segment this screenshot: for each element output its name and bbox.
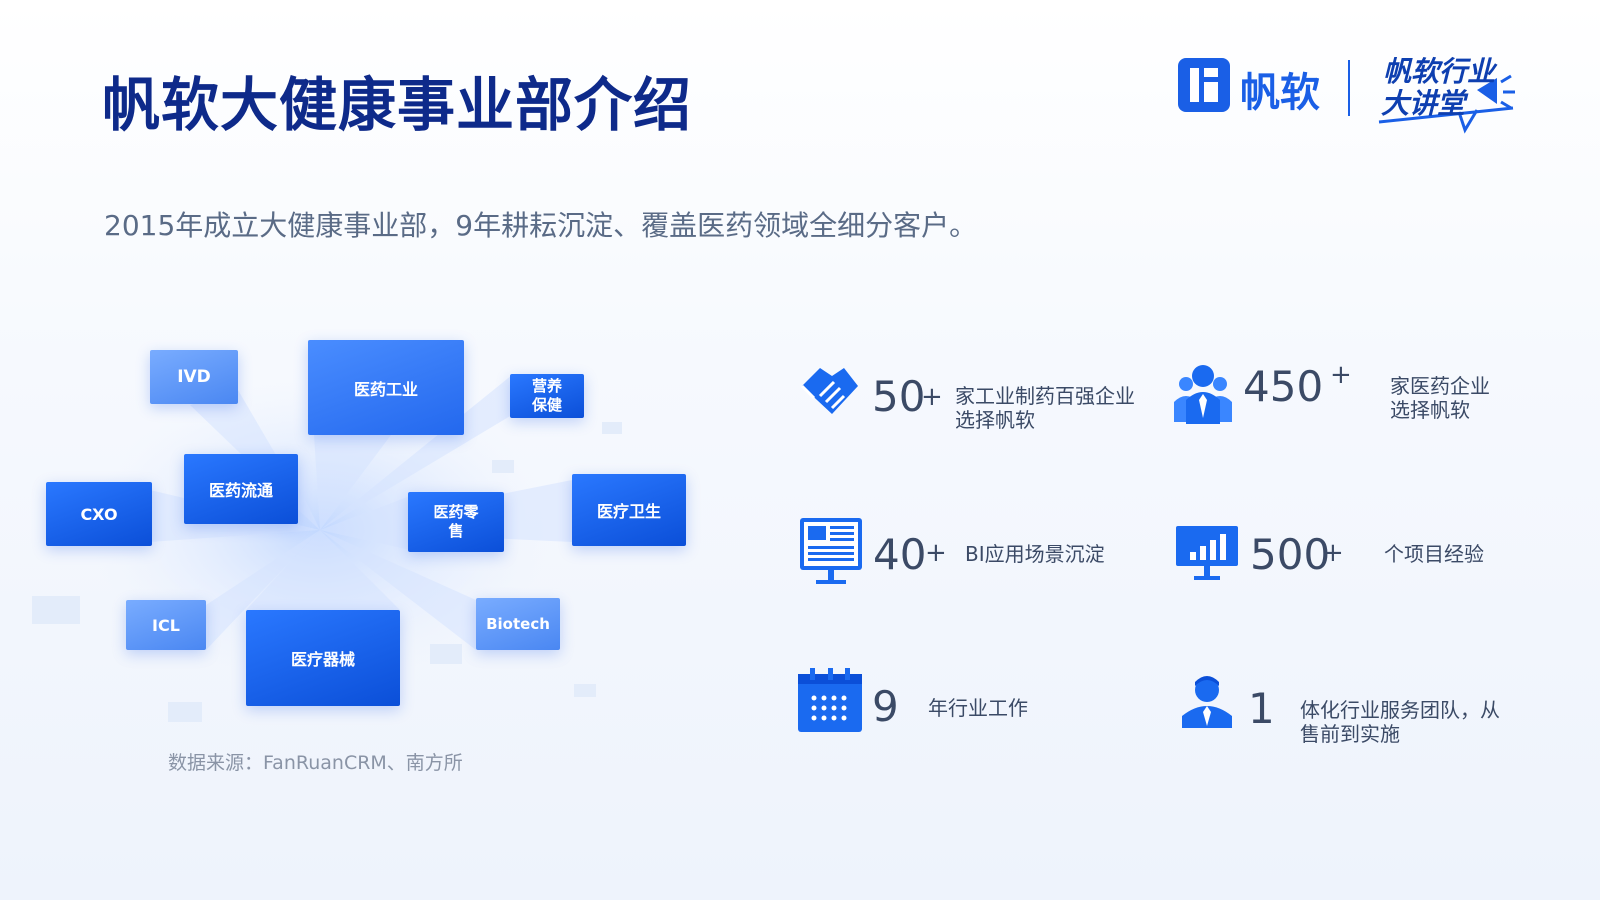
stat-desc-line2: 选择帆软 [955,408,1035,432]
node-biotech: Biotech [476,598,560,650]
node-pharma-distribution: 医药流通 [184,454,298,524]
logo-divider [1348,60,1350,116]
node-ivd: IVD [150,350,238,404]
stat-desc-line1: 家工业制药百强企业 [955,384,1135,408]
lecture-badge-frame [1378,74,1515,134]
badge-line-1: 帆软行业 [1383,55,1496,88]
node-cxo: CXO [46,482,152,546]
decor-square [168,702,202,722]
node-healthcare: 医疗卫生 [572,474,686,546]
decor-square [32,596,80,624]
stat-number: 450 [1243,362,1324,411]
decor-square [574,684,596,697]
node-pharma-industry: 医药工业 [308,340,464,435]
bar-chart-monitor-icon [1176,526,1238,580]
stat-desc-line1: 个项目经验 [1384,542,1484,566]
stat-desc-line1: 家医药企业 [1390,374,1490,398]
node-icl: ICL [126,600,206,650]
page-subtitle: 2015年成立大健康事业部，9年耕耘沉淀、覆盖医药领域全细分客户。 [104,209,978,242]
logo-brand-text: 帆软 [1240,70,1320,116]
stat-number: 50 [872,372,926,421]
stat-plus: + [921,382,943,412]
node-medical-devices: 医疗器械 [246,610,400,706]
stat-plus: + [1330,360,1352,390]
stat-number: 500 [1250,530,1331,579]
dashboard-monitor-icon [800,518,862,584]
badge-line-2: 大讲堂 [1381,87,1466,120]
stat-desc-line2: 选择帆软 [1390,398,1470,422]
handshake-icon [800,368,858,414]
stat-desc-line1: 年行业工作 [928,696,1028,720]
segment-diagram: IVD 医药工业 营养保健 医药流通 CXO 医药零售 医疗卫生 ICL 医疗器… [0,320,740,740]
stat-desc-line1: BI应用场景沉淀 [965,542,1105,566]
fanruan-logo-icon [1178,58,1230,112]
lecture-badge: 帆软行业 大讲堂 [1373,42,1523,134]
decor-square [492,460,514,473]
stat-desc-line1: 体化行业服务团队，从 [1300,698,1500,722]
stat-plus: + [1322,538,1344,568]
stat-number: 1 [1248,684,1275,733]
page-title: 帆软大健康事业部介绍 [102,71,693,139]
stat-number: 9 [872,682,899,731]
stat-plus: + [925,538,947,568]
calendar-icon [798,668,862,732]
team-icon [1174,365,1232,424]
decor-square [602,422,622,434]
node-pharma-retail: 医药零售 [408,492,504,552]
decor-square [430,644,462,664]
node-nutrition-health: 营养保健 [510,374,584,418]
person-icon [1182,676,1232,728]
data-source-note: 数据来源：FanRuanCRM、南方所 [168,752,463,774]
stat-desc-line2: 售前到实施 [1300,722,1400,746]
stat-number: 40 [873,530,927,579]
